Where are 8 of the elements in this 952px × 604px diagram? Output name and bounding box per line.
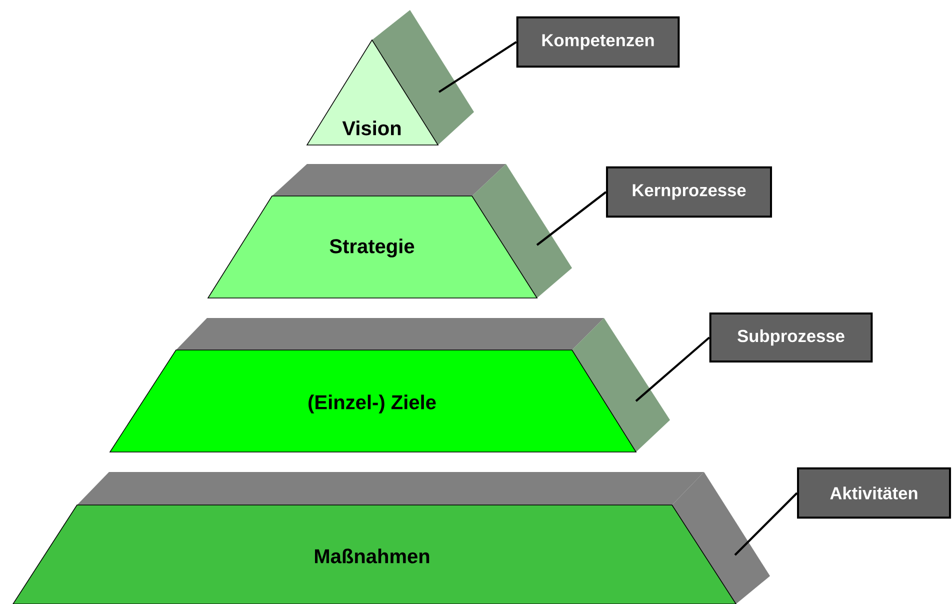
label-box: Subprozesse: [709, 312, 873, 362]
label-box: Kernprozesse: [606, 166, 772, 218]
leader-line: [635, 336, 710, 402]
leader-line: [438, 41, 517, 93]
label-box: Kompetenzen: [516, 16, 680, 68]
leader-line: [536, 191, 607, 246]
label-box: Aktivitäten: [797, 467, 951, 519]
leader-line: [734, 492, 798, 556]
